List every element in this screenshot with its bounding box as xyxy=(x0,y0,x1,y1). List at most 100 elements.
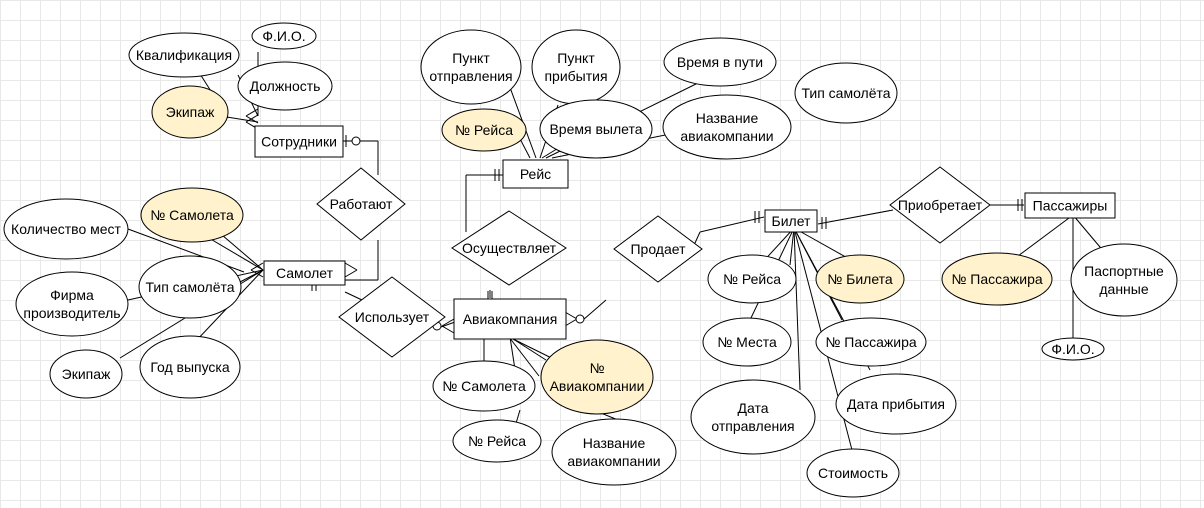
relationship-operates[interactable]: Осуществляет xyxy=(451,210,567,286)
connector-28 xyxy=(699,216,765,233)
attr-al-plane-number-label: № Самолета xyxy=(442,378,526,394)
entity-employees[interactable]: Сотрудники xyxy=(254,125,344,158)
connector-36 xyxy=(817,209,894,225)
attr-ps-number[interactable]: № Пассажира xyxy=(941,252,1053,306)
attr-emp-qualification-label: Квалификация xyxy=(136,47,232,63)
passengers-left-bars xyxy=(1017,199,1023,211)
attr-fl-arrival-point-label-line-1: Пункт xyxy=(557,50,595,66)
entity-employees-label: Сотрудники xyxy=(261,134,337,150)
attr-fl-plane-type[interactable]: Тип самолёта xyxy=(794,62,898,124)
attr-emp-qualification[interactable]: Квалификация xyxy=(128,32,240,78)
attr-al-number-label-line-1: № xyxy=(589,360,604,376)
attr-tk-number[interactable]: № Билета xyxy=(815,254,905,304)
attr-al-name-label-line-1: Название xyxy=(583,435,646,451)
attr-pl-year[interactable]: Год выпуска xyxy=(139,335,241,399)
attr-fl-plane-type-label: Тип самолёта xyxy=(801,85,890,101)
attr-al-flight-number-label: № Рейса xyxy=(468,433,526,449)
airline-sells-circle xyxy=(575,314,585,324)
attr-emp-fio[interactable]: Ф.И.О. xyxy=(251,22,317,50)
airplane-work-crow xyxy=(344,262,358,278)
diagram-shapes: СотрудникиРейсСамолетАвиакомпанияБилетПа… xyxy=(3,22,1178,498)
attr-emp-crew[interactable]: Экипаж xyxy=(151,85,229,139)
connector-33 xyxy=(509,336,547,361)
relationship-sells[interactable]: Продает xyxy=(613,215,703,283)
ticket-right-bars xyxy=(821,217,827,229)
attr-fl-airline-name[interactable]: Название авиакомпании xyxy=(662,94,792,160)
entity-flight[interactable]: Рейс xyxy=(502,159,569,189)
attr-fl-departure-time[interactable]: Время вылета xyxy=(539,99,653,159)
attr-al-plane-number[interactable]: № Самолета xyxy=(432,360,536,412)
relationship-work-label: Работают xyxy=(330,196,393,212)
entity-passengers[interactable]: Пассажиры xyxy=(1024,192,1116,219)
attr-fl-departure-time-label: Время вылета xyxy=(549,121,642,137)
attr-fl-travel-time[interactable]: Время в пути xyxy=(663,37,777,87)
entity-airline[interactable]: Авиакомпания xyxy=(453,298,567,340)
attr-emp-crew-label: Экипаж xyxy=(166,104,215,120)
attr-fl-number[interactable]: № Рейса xyxy=(441,108,527,152)
attr-tk-seat[interactable]: № Места xyxy=(702,317,792,367)
entity-airline-label: Авиакомпания xyxy=(463,311,558,327)
attr-tk-number-label: № Билета xyxy=(827,271,893,287)
airline-sells-crow xyxy=(564,311,578,327)
ticket-left-bars xyxy=(754,211,760,223)
connector-25 xyxy=(440,321,456,328)
employees-crow-top xyxy=(245,108,259,124)
attr-al-flight-number[interactable]: № Рейса xyxy=(452,419,542,463)
entity-airplane[interactable]: Самолет xyxy=(263,260,346,286)
attr-emp-position[interactable]: Должность xyxy=(237,61,333,111)
attr-tk-flight-number-label: № Рейса xyxy=(723,271,781,287)
connector-26 xyxy=(582,299,607,321)
relationship-work[interactable]: Работают xyxy=(316,167,406,241)
connector-39 xyxy=(789,227,795,266)
relationship-buys-label: Приобретает xyxy=(898,197,983,213)
attr-tk-price-label: Стоимость xyxy=(818,465,888,481)
attr-tk-seat-label: № Места xyxy=(717,334,777,350)
connector-19 xyxy=(221,234,264,271)
attr-tk-passenger-label: № Пассажира xyxy=(825,334,917,350)
attr-emp-position-label: Должность xyxy=(250,78,321,94)
attr-fl-arrival-point-label-line-2: прибытия xyxy=(544,68,607,84)
attr-ps-passport-label-line-1: Паспортные xyxy=(1084,263,1164,279)
attr-fl-airline-name-label-line-2: авиакомпании xyxy=(680,128,773,144)
attr-tk-departure-date-label-line-1: Дата xyxy=(737,400,768,416)
connector-8 xyxy=(507,81,537,159)
attr-tk-flight-number[interactable]: № Рейса xyxy=(707,254,797,304)
connector-47 xyxy=(1072,214,1106,254)
attr-pl-maker[interactable]: Фирма производитель xyxy=(15,271,129,337)
attr-ps-number-label: № Пассажира xyxy=(951,271,1043,287)
attr-fl-travel-time-label: Время в пути xyxy=(677,54,763,70)
relationship-uses[interactable]: Использует xyxy=(338,276,446,358)
relationship-buys[interactable]: Приобретает xyxy=(889,166,991,244)
attr-pl-maker-label-line-1: Фирма xyxy=(50,287,94,303)
attr-pl-maker-label-line-2: производитель xyxy=(23,305,120,321)
relationship-sells-label: Продает xyxy=(630,241,686,257)
connector-23 xyxy=(344,291,363,301)
attr-ps-fio-label: Ф.И.О. xyxy=(1051,341,1094,357)
attr-tk-arrival-date-label: Дата прибытия xyxy=(847,396,945,412)
airline-uses-crow xyxy=(441,318,455,334)
employees-work-circle xyxy=(351,136,361,146)
attr-tk-price[interactable]: Стоимость xyxy=(806,448,900,498)
attr-pl-seats-label: Количество мест xyxy=(11,221,121,237)
attr-fl-arrival-point[interactable]: Пункт прибытия xyxy=(531,29,621,105)
relationship-operates-label: Осуществляет xyxy=(462,240,557,256)
connector-43 xyxy=(793,227,801,391)
attr-tk-arrival-date[interactable]: Дата прибытия xyxy=(835,373,957,435)
attr-pl-crew[interactable]: Экипаж xyxy=(49,349,123,399)
entity-ticket-label: Билет xyxy=(772,213,811,229)
attr-pl-seats[interactable]: Количество мест xyxy=(3,198,129,260)
entity-passengers-label: Пассажиры xyxy=(1033,198,1108,214)
attr-fl-airline-name-label-line-1: Название xyxy=(696,110,759,126)
attr-tk-passenger[interactable]: № Пассажира xyxy=(815,317,927,367)
attr-ps-fio[interactable]: Ф.И.О. xyxy=(1041,337,1105,361)
attr-pl-type[interactable]: Тип самолёта xyxy=(138,255,242,319)
entity-ticket[interactable]: Билет xyxy=(764,209,818,233)
attr-pl-number[interactable]: № Самолета xyxy=(140,187,244,243)
flight-left-bars xyxy=(494,169,500,181)
